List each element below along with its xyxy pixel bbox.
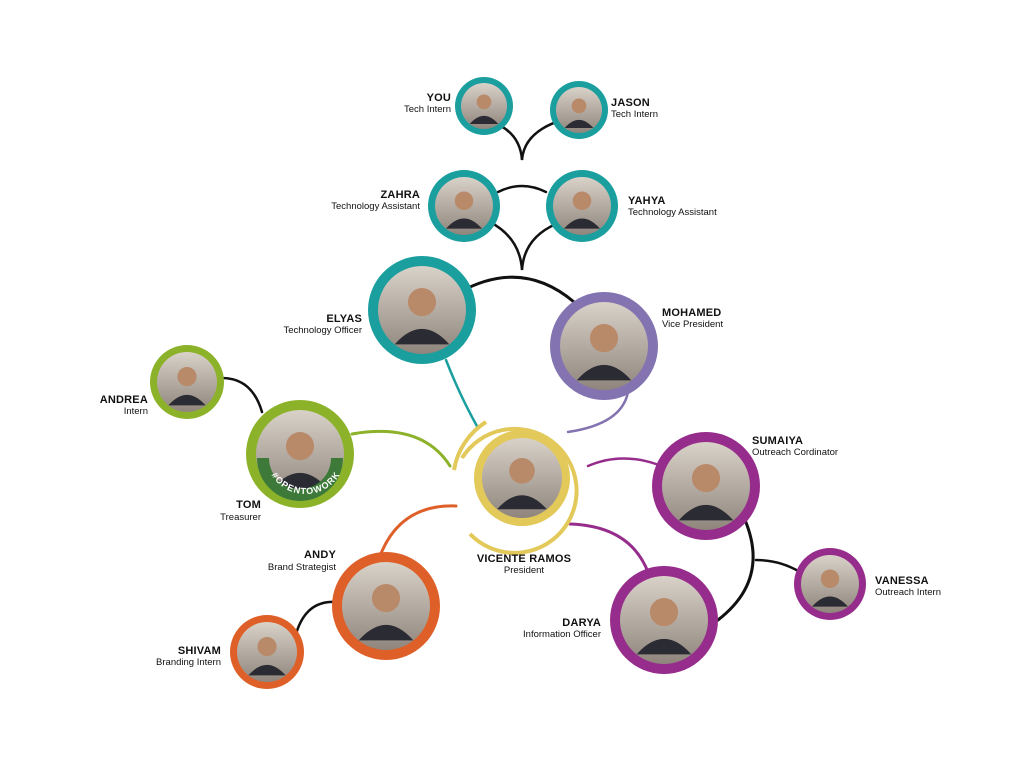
avatar-body-you bbox=[469, 115, 499, 124]
connector-president-andy bbox=[378, 504, 458, 558]
member-node-shivam bbox=[230, 615, 304, 689]
avatar-body-sumaiya bbox=[678, 504, 734, 521]
name-vicente: VICENTE RAMOS bbox=[477, 553, 571, 565]
role-zahra: Technology Assistant bbox=[331, 201, 420, 212]
avatar-body-yahya bbox=[564, 218, 600, 229]
role-you: Tech Intern bbox=[404, 104, 451, 115]
connector-president-sumaiya bbox=[586, 457, 658, 468]
name-tom: TOM bbox=[236, 499, 261, 511]
connector-andrea-tom bbox=[220, 376, 264, 414]
member-node-vanessa bbox=[794, 548, 866, 620]
connector-president-tom bbox=[350, 429, 452, 468]
member-node-elyas bbox=[368, 256, 476, 364]
avatar-head-darya bbox=[649, 598, 679, 627]
president-ring-decoration bbox=[452, 420, 579, 555]
avatar-body-vicente bbox=[497, 495, 547, 510]
connector-president-elyas bbox=[444, 358, 480, 430]
avatar-head-yahya bbox=[572, 191, 592, 211]
avatar-body-andy bbox=[358, 624, 414, 641]
labels: YOU Tech Intern JASON Tech Intern ZAHRA … bbox=[100, 92, 941, 668]
role-vicente: President bbox=[504, 565, 544, 576]
avatar-head-vicente bbox=[509, 458, 535, 484]
role-vanessa: Outreach Intern bbox=[875, 587, 941, 598]
connectors bbox=[220, 118, 802, 636]
role-andrea: Intern bbox=[124, 406, 148, 417]
role-andy: Brand Strategist bbox=[268, 562, 336, 573]
name-yahya: YAHYA bbox=[628, 195, 666, 207]
connector-sumaiya-darya bbox=[716, 518, 755, 622]
role-darya: Information Officer bbox=[523, 629, 601, 640]
avatar-body-mohamed bbox=[576, 364, 632, 381]
connector-elyas-mohamed bbox=[458, 275, 576, 304]
role-tom: Treasurer bbox=[220, 512, 261, 523]
connector-sumaiya-vanessa bbox=[754, 558, 802, 574]
name-andy: ANDY bbox=[304, 549, 336, 561]
member-nodes bbox=[150, 77, 866, 689]
connector-president-mohamed bbox=[566, 390, 630, 434]
connector-andy-shivam bbox=[294, 600, 338, 636]
member-node-andrea bbox=[150, 345, 224, 419]
avatar-head-jason bbox=[571, 98, 587, 114]
role-mohamed: Vice President bbox=[662, 319, 723, 330]
avatar-body-vanessa bbox=[812, 596, 848, 607]
avatar-head-sumaiya bbox=[691, 464, 721, 493]
member-node-mohamed bbox=[550, 292, 658, 400]
avatar-body-tom bbox=[272, 472, 328, 489]
member-node-darya bbox=[610, 566, 718, 674]
role-shivam: Branding Intern bbox=[156, 657, 221, 668]
name-andrea: ANDREA bbox=[100, 394, 148, 406]
member-node-jason bbox=[550, 81, 608, 139]
member-node-andy bbox=[332, 552, 440, 660]
connector-president-darya bbox=[568, 522, 650, 574]
member-node-zahra bbox=[428, 170, 500, 242]
avatar-head-zahra bbox=[454, 191, 474, 211]
avatar-body-shivam bbox=[248, 664, 286, 676]
avatar-head-elyas bbox=[407, 288, 437, 317]
avatar-head-tom bbox=[285, 432, 315, 461]
avatar-body-zahra bbox=[446, 218, 482, 229]
avatar-head-shivam bbox=[257, 637, 277, 657]
avatar-body-elyas bbox=[394, 328, 450, 345]
role-elyas: Technology Officer bbox=[283, 325, 362, 336]
avatar-head-andrea bbox=[177, 367, 197, 387]
connector-you-jason bbox=[490, 118, 564, 161]
name-zahra: ZAHRA bbox=[381, 189, 421, 201]
name-elyas: ELYAS bbox=[326, 313, 362, 325]
member-node-sumaiya bbox=[652, 432, 760, 540]
connector-assistants-junction bbox=[488, 220, 558, 271]
name-jason: JASON bbox=[611, 97, 650, 109]
avatar-head-mohamed bbox=[589, 324, 619, 353]
role-sumaiya: Outreach Cordinator bbox=[752, 447, 838, 458]
role-jason: Tech Intern bbox=[611, 109, 658, 120]
name-sumaiya: SUMAIYA bbox=[752, 435, 803, 447]
name-shivam: SHIVAM bbox=[178, 645, 221, 657]
name-darya: DARYA bbox=[562, 617, 601, 629]
name-vanessa: VANESSA bbox=[875, 575, 929, 587]
member-node-you bbox=[455, 77, 513, 135]
role-yahya: Technology Assistant bbox=[628, 207, 717, 218]
connector-tech-intern-to-assistants bbox=[496, 184, 548, 194]
avatar-head-andy bbox=[371, 584, 401, 613]
opentowork-band bbox=[257, 458, 343, 501]
name-you: YOU bbox=[427, 92, 451, 104]
member-node-vicente bbox=[474, 430, 570, 526]
avatar-body-darya bbox=[636, 638, 692, 655]
name-mohamed: MOHAMED bbox=[662, 307, 721, 319]
avatar-body-andrea bbox=[168, 394, 206, 406]
avatar-head-vanessa bbox=[820, 569, 840, 589]
avatar-head-you bbox=[476, 94, 492, 110]
member-node-yahya bbox=[546, 170, 618, 242]
avatar-body-jason bbox=[564, 119, 594, 128]
